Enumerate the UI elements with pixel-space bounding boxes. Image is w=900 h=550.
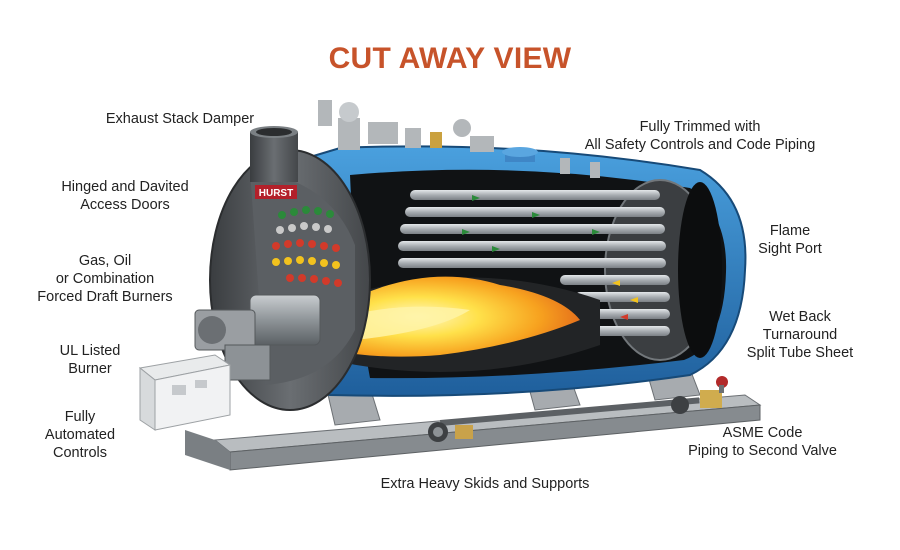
- label-asme-code: ASME Code Piping to Second Valve: [670, 424, 855, 460]
- label-line: Piping to Second Valve: [688, 443, 837, 459]
- brand-plate-text: HURST: [259, 188, 293, 199]
- burner-assembly: [194, 294, 321, 381]
- label-line: Burner: [68, 361, 112, 377]
- top-trim-controls: [318, 100, 600, 178]
- front-tube-sheet: [272, 206, 342, 287]
- label-line: Gas, Oil: [78, 253, 132, 269]
- label-line: Split Tube Sheet: [746, 345, 854, 361]
- label-burners: Gas, Oil or Combination Forced Draft Bur…: [20, 252, 190, 306]
- label-fully-trimmed: Fully Trimmed with All Safety Controls a…: [560, 118, 840, 154]
- exhaust-stack: [250, 126, 298, 182]
- label-line: Sight Port: [758, 241, 822, 257]
- label-line: UL Listed: [59, 343, 121, 359]
- label-line: Turnaround: [762, 327, 838, 343]
- label-skids-supports: Extra Heavy Skids and Supports: [345, 475, 625, 493]
- label-ul-listed-burner: UL Listed Burner: [40, 342, 140, 378]
- label-line: Forced Draft Burners: [37, 289, 173, 305]
- label-line: Extra Heavy Skids and Supports: [380, 476, 590, 492]
- label-line: Access Doors: [80, 197, 170, 213]
- label-line: or Combination: [55, 271, 155, 287]
- label-line: Hinged and Davited: [61, 179, 189, 195]
- label-line: ASME Code: [722, 425, 803, 441]
- label-flame-sight-port: Flame Sight Port: [745, 222, 835, 258]
- label-hinged-access-doors: Hinged and Davited Access Doors: [40, 178, 210, 214]
- label-line: Exhaust Stack Damper: [105, 111, 255, 127]
- label-line: Controls: [53, 445, 107, 461]
- label-wet-back: Wet Back Turnaround Split Tube Sheet: [735, 308, 865, 362]
- label-automated-controls: Fully Automated Controls: [30, 408, 130, 462]
- code-piping: [428, 376, 728, 442]
- label-line: Fully Trimmed with: [639, 119, 761, 135]
- label-line: Flame: [769, 223, 811, 239]
- diagram-title: CUT AWAY VIEW: [328, 42, 572, 75]
- label-exhaust-stack-damper: Exhaust Stack Damper: [90, 110, 270, 128]
- fire-tubes: [398, 190, 670, 336]
- label-line: Wet Back: [769, 309, 831, 325]
- label-line: Automated: [44, 427, 116, 443]
- label-line: Fully: [64, 409, 96, 425]
- control-panel: [138, 354, 232, 431]
- brand-plate: [255, 185, 297, 199]
- label-line: All Safety Controls and Code Piping: [584, 137, 816, 153]
